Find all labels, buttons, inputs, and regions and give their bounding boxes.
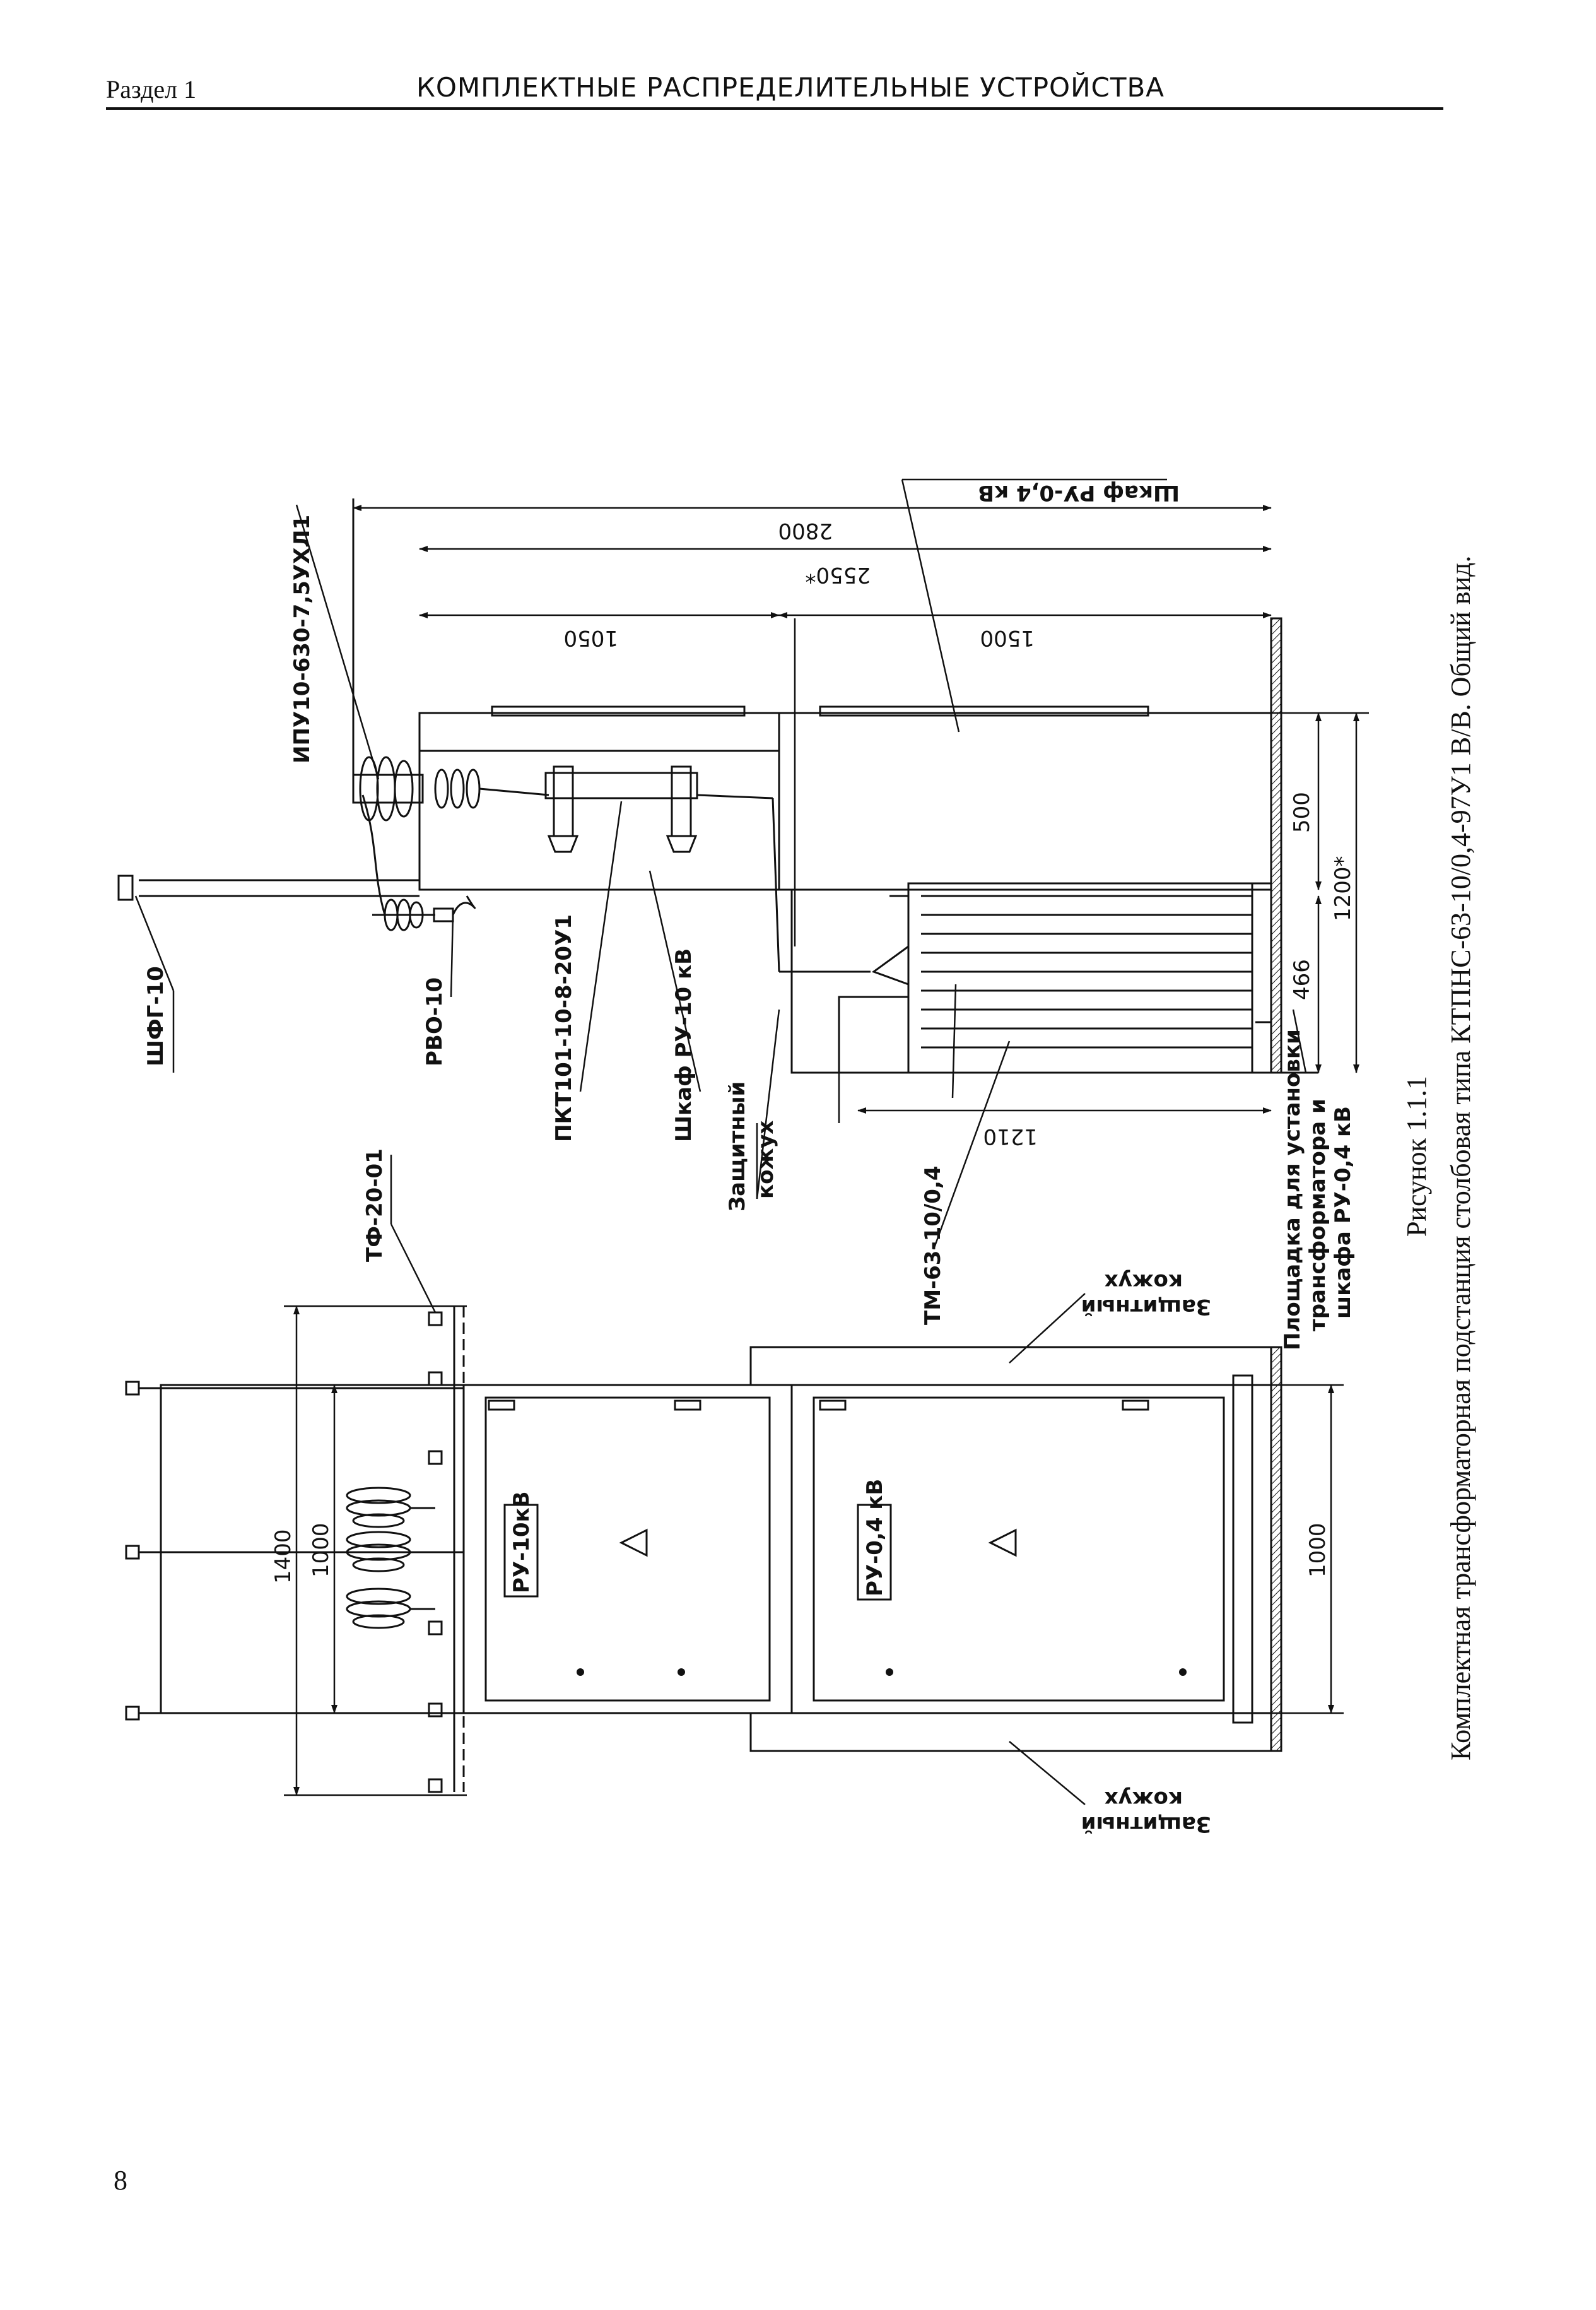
label-platform-2: трансформатора и <box>1305 1099 1330 1331</box>
dim-2800: 2800 <box>778 518 833 543</box>
label-cover-mid-1: Защитный <box>1081 1294 1211 1319</box>
label-pkt: ПКТ101-10-8-20У1 <box>551 914 577 1142</box>
dim-1200: 1200* <box>1330 856 1356 921</box>
label-tf2001: ТФ-20-01 <box>362 1148 387 1262</box>
dimension-labels: 2800 2550* 1050 1500 500 1200* 466 1210 … <box>271 518 1356 1584</box>
dim-1000-bottom: 1000 <box>1305 1523 1330 1577</box>
platform <box>1270 617 1282 1074</box>
insulator-stack-2 <box>346 1531 435 1572</box>
plate-ru04: РУ-0,4 кВ <box>862 1479 888 1596</box>
ru10-cabinet-side <box>418 712 780 891</box>
label-platform-3: шкафа РУ-0,4 кВ <box>1330 1106 1356 1319</box>
label-cover-bot-2: кожух <box>1105 1786 1183 1812</box>
label-rvo10: РВО-10 <box>422 977 447 1066</box>
figure-number: Рисунок 1.1.1 <box>1401 1076 1432 1237</box>
plate-ru10: РУ-10кВ <box>509 1491 534 1593</box>
dim-1050: 1050 <box>563 625 618 651</box>
pole <box>117 875 420 901</box>
insulator-stack-1 <box>346 1487 435 1528</box>
dim-1400: 1400 <box>271 1529 296 1584</box>
dim-466: 466 <box>1289 959 1315 1000</box>
front-view <box>125 1306 1282 1793</box>
header-rule <box>106 107 1443 110</box>
front-dimension-lines <box>284 1305 1344 1796</box>
dim-500: 500 <box>1289 792 1315 833</box>
label-cover-mid-2: кожух <box>1105 1269 1183 1294</box>
side-view-labels: ШФГ-10 РВО-10 ПКТ101-10-8-20У1 Шкаф РУ-1… <box>143 480 1356 1837</box>
label-shfg10: ШФГ-10 <box>143 966 168 1066</box>
label-shkaf-ru04: Шкаф РУ-0,4 кВ <box>978 480 1180 505</box>
figure-caption: Рисунок 1.1.1 Комплектная трансформаторн… <box>1401 555 1476 1760</box>
front-leader-lines <box>390 1155 1086 1805</box>
insulator-stack-3 <box>346 1588 435 1629</box>
dim-1210: 1210 <box>983 1124 1038 1149</box>
protective-cover <box>779 888 1271 1074</box>
figure-caption-text: Комплектная трансформаторная подстанция … <box>1445 555 1476 1760</box>
arrester-rvo <box>372 895 476 931</box>
transformer-tm63 <box>838 882 1253 1074</box>
dim-1000-top: 1000 <box>308 1523 334 1577</box>
label-cover-2: кожух <box>753 1121 778 1199</box>
label-tm63: ТМ-63-10/0,4 <box>920 1165 946 1325</box>
label-cover-bot-1: Защитный <box>1081 1812 1211 1837</box>
label-cover-1: Защитный <box>725 1081 750 1211</box>
label-platform-1: Площадка для установки <box>1280 1029 1305 1350</box>
page-title: КОМПЛЕКТНЫЕ РАСПРЕДЕЛИТЕЛЬНЫЕ УСТРОЙСТВА <box>416 72 1165 103</box>
dim-2550: 2550* <box>805 562 871 587</box>
bushing-insulator <box>352 756 549 822</box>
section-label: Раздел 1 <box>106 75 197 103</box>
label-shkaf-ru10: Шкаф РУ-10 кВ <box>671 948 696 1142</box>
dim-1500: 1500 <box>980 625 1035 651</box>
label-ipu: ИПУ10-630-7,5УХЛ1 <box>290 515 315 763</box>
fuse-pkt <box>544 765 780 972</box>
leader-lines <box>134 478 1307 1250</box>
dimension-lines <box>353 505 1369 1123</box>
page-number: 8 <box>114 2165 127 2196</box>
